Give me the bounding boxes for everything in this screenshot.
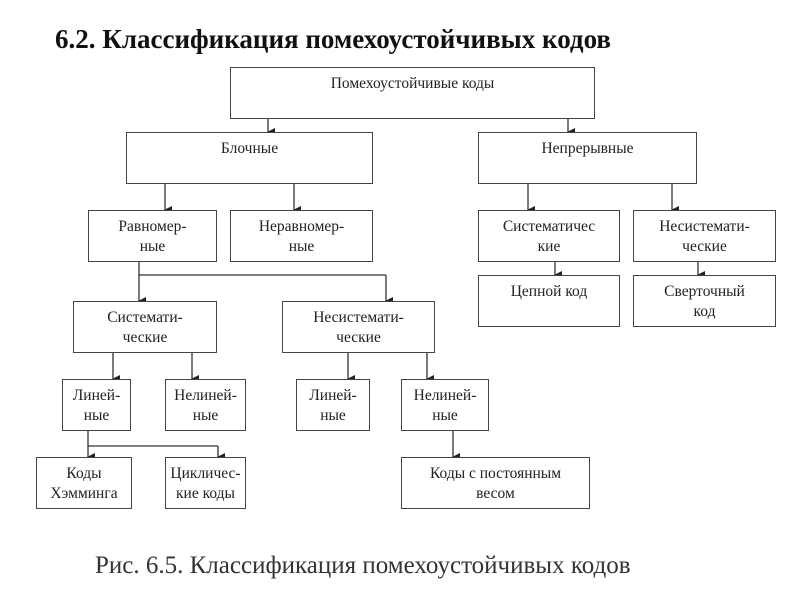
node-label: Систематичес — [502, 218, 596, 235]
node-label: Несистемати- — [313, 309, 404, 326]
node-systematic: Системати-ческие — [73, 301, 217, 353]
node-label: Нелиней- — [413, 387, 477, 404]
node-label: Неравномер- — [258, 218, 345, 235]
node-continuous: Непрерывные — [478, 132, 697, 184]
node-cont-nonsystematic: Несистемати-ческие — [633, 210, 776, 262]
node-cont-systematic: Систематичес кие — [478, 210, 620, 262]
node-label: Цикличес- — [170, 465, 241, 482]
node-label: ческие — [336, 329, 381, 346]
node-label: Системати- — [107, 309, 183, 326]
node-chain-code: Цепной код — [478, 275, 620, 327]
node-nonuniform: Неравномер-ные — [230, 210, 373, 262]
node-nonlinear: Нелиней-ные — [165, 379, 246, 431]
linear-branch — [87, 431, 218, 447]
node-label: Линей- — [309, 387, 357, 404]
node-label: ческие — [682, 238, 727, 255]
node-label: ческие — [122, 329, 168, 346]
node-ns-nonlinear: Нелиней-ные — [401, 379, 489, 431]
node-label: Несистемати- — [659, 218, 750, 235]
node-constant-weight: Коды с постоянным весом — [401, 457, 590, 509]
node-ns-linear: Линей-ные — [296, 379, 370, 431]
node-convolutional-code: Сверточный код — [633, 275, 776, 327]
node-label: Равномер- — [118, 218, 187, 235]
node-label: Сверточный — [664, 283, 745, 300]
node-label: ные — [288, 238, 315, 255]
node-label: Цепной код — [510, 283, 588, 300]
node-block: Блочные — [126, 132, 373, 184]
node-label: Нелиней- — [174, 387, 237, 404]
node-cyclic: Цикличес-кие коды — [165, 457, 246, 509]
node-linear: Линей-ные — [62, 379, 131, 431]
node-label: Непрерывные — [541, 140, 634, 157]
node-label: кие — [537, 238, 561, 255]
node-label: код — [693, 303, 716, 320]
uniform-branch — [138, 262, 386, 276]
node-label: кие коды — [176, 485, 235, 502]
node-label: Хэмминга — [50, 485, 118, 502]
node-label: ные — [83, 407, 110, 424]
node-label: Блочные — [220, 140, 279, 157]
node-label: ные — [320, 407, 346, 424]
node-label: Линей- — [72, 387, 121, 404]
node-label: Помехоустойчивые коды — [330, 75, 495, 92]
node-label: ные — [192, 407, 219, 424]
node-label: Коды — [66, 465, 102, 482]
node-label: ные — [432, 407, 458, 424]
node-label: весом — [476, 485, 515, 502]
node-uniform: Равномер-ные — [88, 210, 217, 262]
node-label: ные — [139, 238, 166, 255]
node-root: Помехоустойчивые коды — [230, 67, 595, 119]
node-nonsystematic: Несистемати-ческие — [282, 301, 435, 353]
node-label: Коды с постоянным — [429, 465, 562, 482]
figure-caption: Рис. 6.5. Классификация помехоустойчивых… — [95, 552, 631, 579]
page-title: 6.2. Классификация помехоустойчивых кодо… — [55, 24, 611, 54]
